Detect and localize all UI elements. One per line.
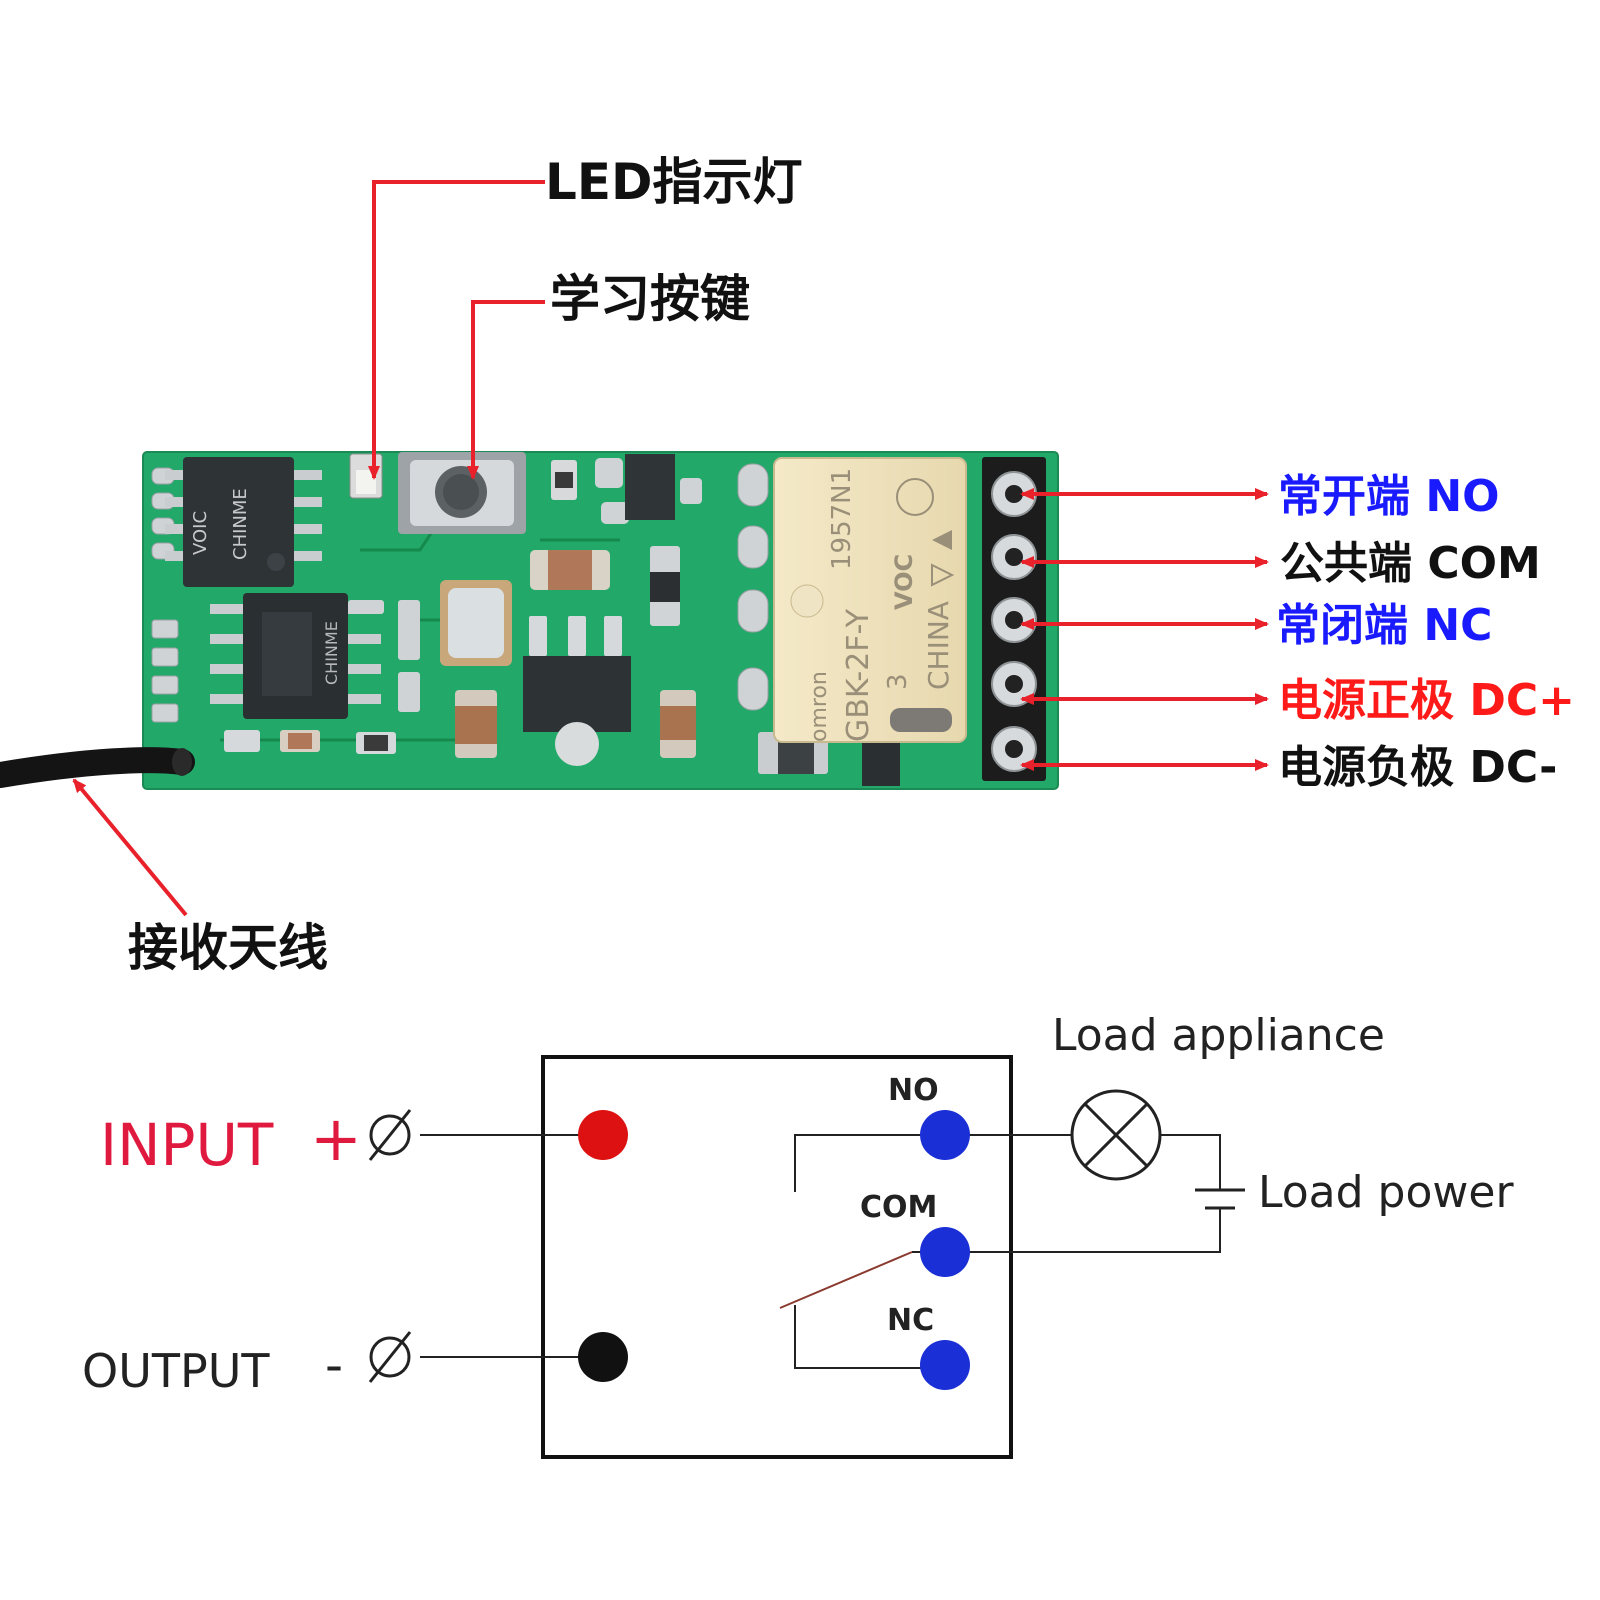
callout-lines: [72, 180, 1269, 917]
terminal-label-dc-minus: 电源负极 DC-: [1278, 742, 1557, 793]
no-label: NO: [888, 1073, 939, 1108]
chip1-marking-2: CHINME: [230, 488, 251, 560]
output-dot: [578, 1332, 628, 1382]
wiring-diagram: INPUT + OUTPUT - NO COM NC Load applianc…: [82, 1010, 1514, 1459]
smd-parts: [224, 454, 900, 786]
output-sign: -: [325, 1336, 343, 1394]
callout-antenna: 接收天线: [128, 919, 328, 977]
relay-marking-3: 3: [883, 673, 913, 690]
com-label: COM: [860, 1190, 937, 1225]
com-contact-dot: [920, 1227, 970, 1277]
nc-label: NC: [887, 1303, 934, 1338]
output-terminal-icon: [368, 1331, 412, 1383]
relay-marking-4: omron: [807, 671, 832, 742]
chip2-marking: CHINME: [322, 621, 341, 685]
callout-learn-button: 学习按键: [550, 270, 750, 328]
sp-logo-icon: [896, 478, 934, 516]
relay-marking-1: 1957N1: [827, 468, 857, 570]
chip-voic: VOIC CHINME: [165, 457, 322, 587]
load-power-label: Load power: [1258, 1167, 1514, 1218]
led-indicator: [349, 453, 383, 499]
input-sign: +: [310, 1102, 362, 1175]
module-box: [541, 1055, 1013, 1459]
terminal-label-dc-plus: 电源正极 DC+: [1278, 675, 1575, 726]
input-terminal-icon: [368, 1109, 412, 1161]
no-contact-dot: [920, 1110, 970, 1160]
learn-button: [398, 452, 526, 534]
relay: 1957N1 GBK-2F-Y 3 omron VOC CHINA: [773, 457, 967, 743]
input-dot: [578, 1110, 628, 1160]
terminal-label-com: 公共端 COM: [1280, 538, 1541, 589]
relay-marking-5: VOC: [890, 554, 918, 610]
load-appliance-label: Load appliance: [1052, 1010, 1385, 1061]
relay-marking-2: GBK-2F-Y: [841, 608, 876, 742]
output-label: OUTPUT: [82, 1344, 270, 1398]
relay-marking-6: CHINA: [922, 601, 955, 690]
terminal-label-nc: 常闭端 NC: [1276, 600, 1492, 651]
callout-led: LED指示灯: [545, 153, 803, 211]
chip1-marking-1: VOIC: [190, 511, 211, 555]
load-power-icon: [1195, 1188, 1245, 1210]
antenna-cable: [0, 747, 195, 788]
load-appliance-icon: [1070, 1089, 1162, 1181]
nc-contact-dot: [920, 1340, 970, 1390]
terminal-label-no: 常开端 NO: [1278, 471, 1500, 522]
pcb-board: VOIC CHINME CHINME: [142, 451, 1059, 790]
input-label: INPUT: [100, 1111, 274, 1179]
relay-pads: [737, 463, 769, 711]
terminal-header: [982, 457, 1046, 781]
